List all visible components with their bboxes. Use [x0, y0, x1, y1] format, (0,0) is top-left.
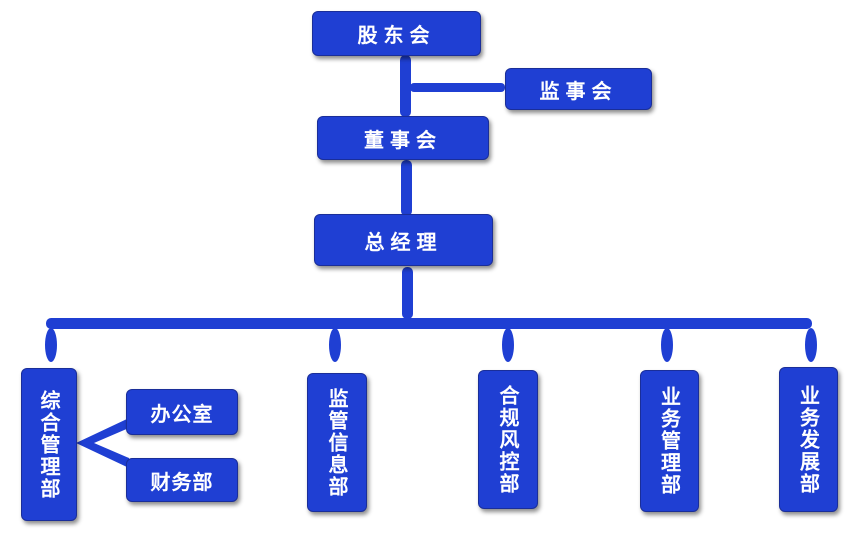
connector-drop-1 — [45, 328, 57, 362]
node-general-manager-label: 总经理 — [364, 229, 443, 254]
connector-drop-2 — [329, 328, 341, 362]
connector-drop-3 — [502, 328, 514, 362]
node-department-4-label: 业务管理部 — [657, 386, 682, 496]
node-department-5-label: 业务发展部 — [796, 384, 821, 495]
node-supervisors: 监事会 — [505, 68, 652, 110]
node-department-2-label: 监管信息部 — [325, 387, 349, 498]
node-subunit-finance: 财务部 — [126, 458, 238, 502]
connector-drop-5 — [805, 328, 817, 362]
node-supervisors-label: 监事会 — [539, 78, 618, 103]
node-department-3: 合规风控部 — [478, 370, 538, 509]
connector-supervisors — [410, 83, 505, 92]
connector-gm-bus — [402, 267, 413, 319]
node-subunit-office: 办公室 — [126, 389, 238, 435]
connector-drop-4 — [661, 328, 673, 362]
node-department-1-label: 综合管理部 — [37, 389, 61, 500]
node-department-1: 综合管理部 — [21, 368, 77, 521]
node-subunit-finance-label: 财务部 — [150, 469, 214, 494]
node-department-3-label: 合规风控部 — [496, 384, 520, 495]
node-department-4: 业务管理部 — [640, 370, 699, 512]
node-department-2: 监管信息部 — [307, 373, 367, 512]
connector-shareholders-board — [400, 55, 411, 117]
connector-bracket-subunits — [76, 418, 129, 468]
node-general-manager: 总经理 — [314, 214, 493, 266]
node-shareholders-label: 股东会 — [357, 23, 436, 47]
node-board-label: 董事会 — [364, 127, 442, 152]
connector-board-gm — [401, 160, 412, 216]
node-board: 董事会 — [317, 116, 489, 160]
node-subunit-office-label: 办公室 — [150, 401, 214, 426]
connector-horizontal-bus — [46, 318, 812, 329]
node-shareholders: 股东会 — [312, 11, 481, 56]
node-department-5: 业务发展部 — [779, 367, 838, 512]
